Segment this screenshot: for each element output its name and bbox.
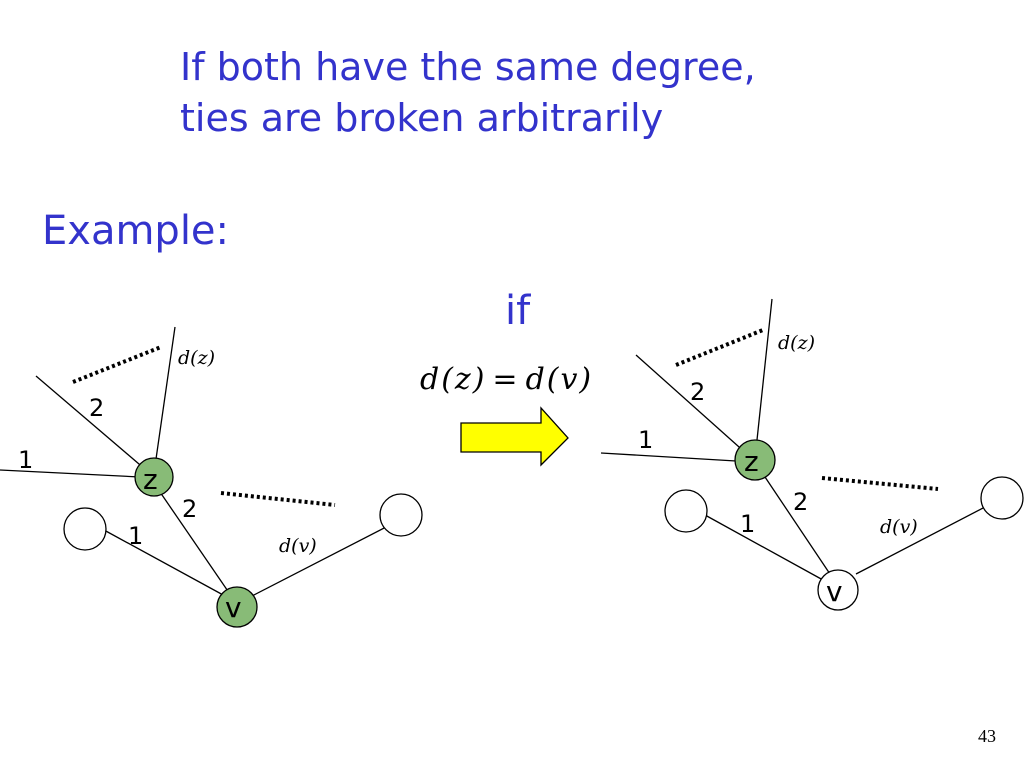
left-dots-v xyxy=(220,491,336,507)
right-node-v-label: v xyxy=(826,575,843,608)
right-edge-label-2-zv: 2 xyxy=(793,488,808,516)
left-graph: z v 1 2 2 1 d(z) d(v) xyxy=(0,326,423,628)
condition-right: d(v) xyxy=(525,362,594,397)
left-node-v-label: v xyxy=(225,591,242,624)
right-graph: z v 1 2 2 1 d(z) d(v) xyxy=(600,298,1024,611)
right-node-z-label: z xyxy=(744,445,759,478)
transform-arrow xyxy=(460,406,569,467)
left-node-v xyxy=(216,586,258,628)
slide-title: If both have the same degree, ties are b… xyxy=(180,42,756,145)
left-leaf-node xyxy=(63,507,107,551)
condition-operator: = xyxy=(492,362,520,397)
left-leaf-node-right xyxy=(379,493,423,537)
right-edge-z-left xyxy=(600,452,737,462)
right-edge-label-1-left: 1 xyxy=(638,426,653,454)
right-edge-z-v xyxy=(764,476,833,578)
right-edge-label-2-top: 2 xyxy=(690,378,705,406)
left-edge-v-leaf xyxy=(249,525,389,598)
right-degree-v: d(v) xyxy=(880,516,918,538)
right-edge-v-leaf xyxy=(855,506,986,575)
left-edge-label-2-zv: 2 xyxy=(182,495,197,523)
left-edge-z-up xyxy=(154,326,176,467)
left-dots-z xyxy=(72,345,162,384)
if-label: if xyxy=(505,288,531,334)
left-edge-z-left xyxy=(0,469,141,478)
right-node-z xyxy=(734,439,776,481)
left-edge-z-v xyxy=(159,491,235,601)
right-leaf-node xyxy=(664,489,708,533)
left-edge-leaf-v xyxy=(103,529,226,597)
left-edge-label-1-bottom: 1 xyxy=(128,522,143,550)
left-edge-z-upleft xyxy=(35,375,154,477)
right-dots-z xyxy=(675,328,764,367)
left-degree-v: d(v) xyxy=(279,535,317,557)
example-label: Example: xyxy=(42,208,230,254)
condition-left: d(z) xyxy=(420,362,487,397)
title-line-1: If both have the same degree, xyxy=(180,45,756,89)
page-number: 43 xyxy=(978,726,996,746)
degree-condition: d(z)=d(v) xyxy=(420,362,593,397)
right-leaf-node-right xyxy=(980,476,1024,520)
right-edge-label-1-bottom: 1 xyxy=(740,510,755,538)
right-edge-leaf-v xyxy=(704,514,824,581)
left-node-z-label: z xyxy=(143,463,158,496)
right-edge-z-up xyxy=(756,298,773,441)
left-degree-z: d(z) xyxy=(178,347,215,369)
title-line-2: ties are broken arbitrarily xyxy=(180,96,664,141)
right-degree-z: d(z) xyxy=(778,332,815,354)
left-node-z xyxy=(134,457,174,497)
right-node-v xyxy=(817,569,859,611)
left-edge-label-1-left: 1 xyxy=(18,446,33,474)
right-edge-z-upleft xyxy=(635,354,749,456)
left-edge-label-2-top: 2 xyxy=(89,394,104,422)
right-dots-v xyxy=(821,476,939,491)
